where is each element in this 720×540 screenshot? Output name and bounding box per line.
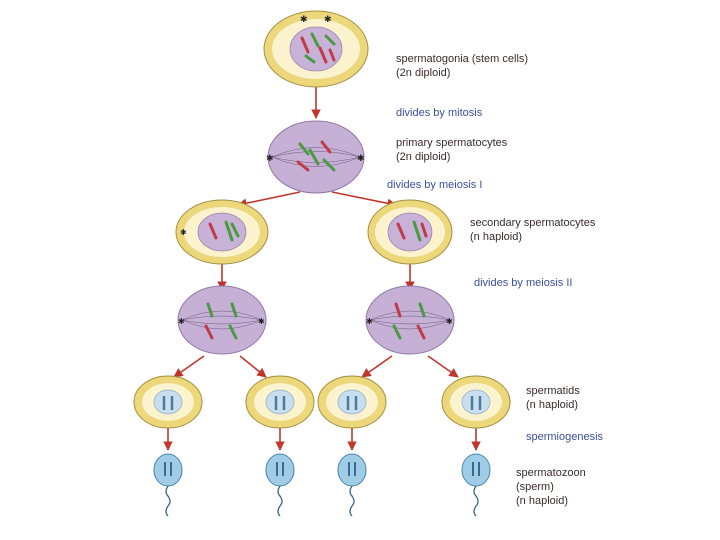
svg-text:✱: ✱ [180,228,187,237]
svg-text:✱: ✱ [266,154,274,164]
meiosis2-cell-left: ✱ ✱ [177,285,267,355]
spermatogonium-cell: ✱ ✱ [263,10,369,88]
arrow-primary-to-secondary-left [237,191,301,208]
arrow-meiosis2-right-to-spermatid-4 [427,355,459,378]
arrow-meiosis2-left-to-spermatid-2 [239,355,267,378]
label-spermatozoon-line1: spermatozoon [516,467,586,479]
label-spermatids: spermatids (n haploid) [526,384,580,412]
label-spermatozoon-line2: (sperm) [516,481,554,493]
spermatid-1 [133,375,203,429]
secondary-spermatocyte-right [367,199,453,265]
sperm-4 [461,453,491,517]
arrow-meiosis2-right-to-spermatid-3 [361,355,393,378]
label-spermatogonia-line1: spermatogonia (stem cells) [396,53,529,65]
label-spermatogonia: spermatogonia (stem cells) (2n diploid) [396,52,528,80]
label-spermatids-line1: spermatids [526,385,580,397]
primary-spermatocyte-cell: ✱ ✱ [266,120,365,194]
svg-text:✱: ✱ [366,317,373,326]
svg-text:✱: ✱ [300,15,308,25]
label-secondary: secondary spermatocytes (n haploid) [470,216,595,244]
label-mitosis: divides by mitosis [396,107,483,119]
spermatid-3 [317,375,387,429]
sperm-2 [265,453,295,517]
label-meiosis1: divides by meiosis I [387,179,483,191]
label-primary-line1: primary spermatocytes [396,137,508,149]
svg-text:✱: ✱ [324,15,332,25]
label-meiosis2: divides by meiosis II [474,277,573,289]
secondary-spermatocyte-left: ✱ [175,199,269,265]
sperm-3 [337,453,367,517]
arrow-meiosis2-left-to-spermatid-1 [173,355,205,378]
svg-text:✱: ✱ [178,317,185,326]
label-spermiogenesis: spermiogenesis [526,431,604,443]
label-spermatids-line2: (n haploid) [526,399,578,411]
meiosis2-cell-right: ✱ ✱ [365,285,455,355]
label-spermatozoon: spermatozoon (sperm) (n haploid) [516,466,586,508]
spermatid-2 [245,375,315,429]
svg-text:✱: ✱ [258,317,265,326]
arrow-primary-to-secondary-right [331,191,397,208]
label-primary-line2: (2n diploid) [396,151,451,163]
arrows [163,87,481,451]
label-secondary-line1: secondary spermatocytes [470,217,596,229]
spermatid-4 [441,375,511,429]
label-primary: primary spermatocytes (2n diploid) [396,136,507,164]
sperm-1 [153,453,183,517]
label-spermatogonia-line2: (2n diploid) [396,67,451,79]
label-spermatozoon-line3: (n haploid) [516,495,568,507]
svg-text:✱: ✱ [357,154,365,164]
label-secondary-line2: (n haploid) [470,231,522,243]
svg-text:✱: ✱ [446,317,453,326]
